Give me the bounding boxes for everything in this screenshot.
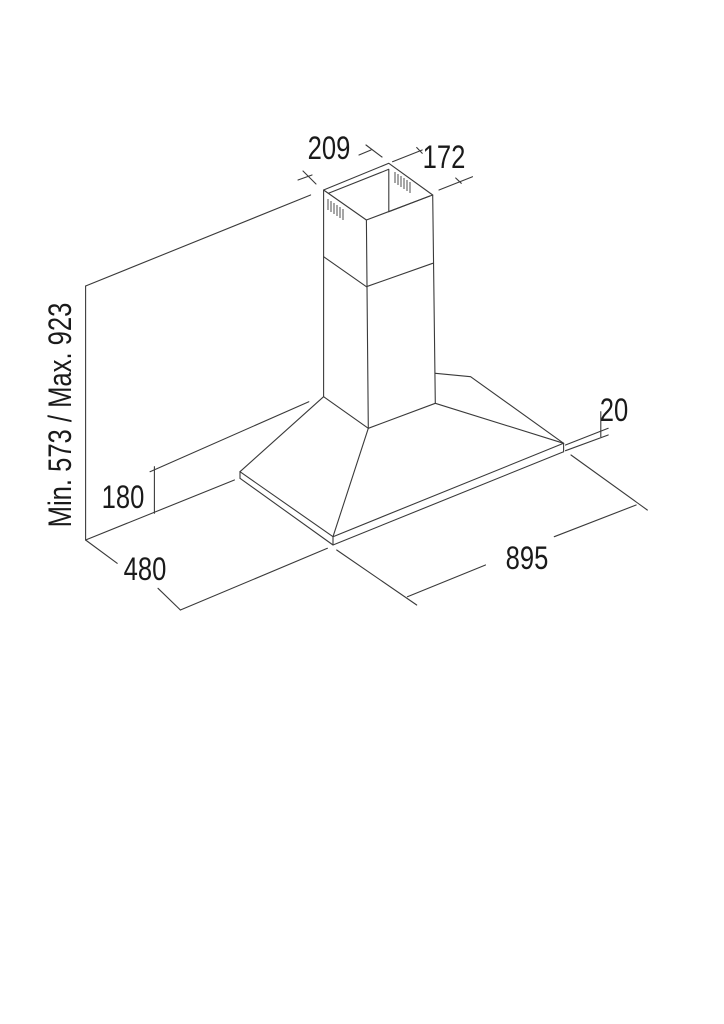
chimney-front-edge	[365, 219, 369, 429]
height-ext-top	[85, 194, 312, 287]
hood-outline	[239, 162, 565, 546]
chimney-width-tick-right	[365, 144, 383, 158]
label-height-range: Min. 573 / Max. 923	[43, 303, 78, 528]
hood-bottom-rim	[239, 451, 565, 546]
hood-front-ridge	[332, 427, 369, 538]
depth-dim-left-b	[157, 587, 181, 611]
label-chimney-depth: 172	[423, 140, 466, 175]
label-edge-thickness: 20	[600, 393, 628, 428]
hood-back-edge	[434, 372, 565, 444]
width-dim-line-a	[406, 564, 487, 598]
chimney-depth-dim-a	[391, 149, 423, 163]
hood-height-ext	[149, 401, 310, 473]
height-ext-bottom	[85, 479, 235, 541]
depth-dim-left-a	[85, 539, 118, 564]
chimney-right-edge	[432, 194, 436, 404]
chimney-opening	[327, 168, 431, 213]
label-depth: 480	[124, 552, 167, 587]
vent-left-icon	[327, 199, 344, 220]
vent-right-icon	[394, 172, 411, 193]
dimension-lines	[85, 144, 648, 611]
depth-dim-line	[179, 547, 328, 611]
chimney-width-tick-left	[302, 170, 317, 185]
chimney-width-dim-a	[297, 174, 313, 181]
label-chimney-width: 209	[308, 131, 351, 166]
label-width: 895	[506, 541, 549, 576]
hood-left-ridge	[239, 396, 325, 473]
chimney-width-dim-b	[358, 149, 372, 156]
width-ext-right	[570, 454, 648, 511]
chimney-depth-dim-b	[438, 176, 474, 191]
chimney-joint	[323, 256, 434, 288]
thickness-ext-top	[564, 427, 609, 446]
chimney-base	[323, 396, 436, 429]
chimney-depth-tick-bottom	[455, 177, 462, 184]
width-ext-left	[336, 549, 418, 606]
dimension-labels: 209 172 20 180 480 895 Min. 573 / Max. 9…	[43, 131, 628, 587]
chimney-depth-tick-top	[416, 146, 423, 154]
thickness-ext-bottom	[564, 434, 609, 452]
label-hood-height: 180	[102, 480, 145, 515]
width-dim-line-b	[553, 504, 637, 538]
hood-top-rim	[239, 442, 565, 538]
hood-right-ridge	[434, 402, 565, 444]
